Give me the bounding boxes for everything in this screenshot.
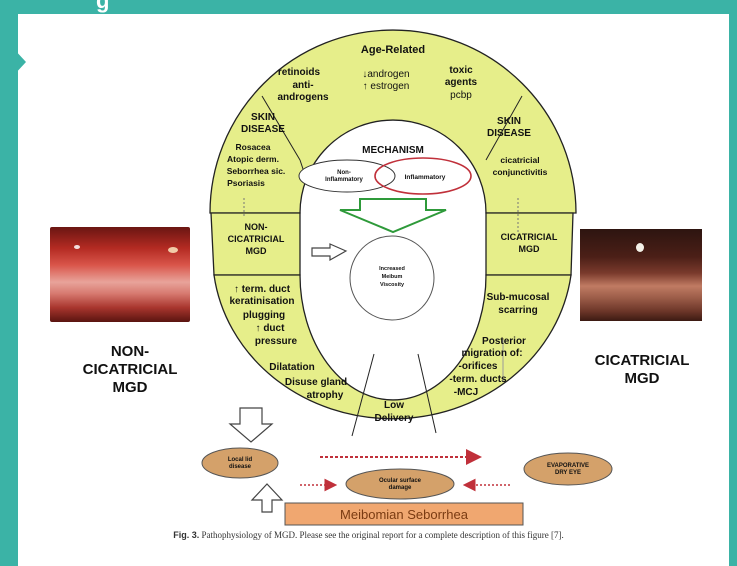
evaporative-1: EVAPORATIVE — [547, 463, 589, 469]
skin-left-1: SKIN — [251, 112, 275, 123]
ll-7: Disuse gland — [285, 377, 347, 388]
rl-4: migration of: — [461, 348, 522, 359]
meibum-1: Increased — [379, 266, 405, 272]
rl-1: Sub-mucosal — [487, 292, 550, 303]
up-hollow-arrow — [252, 484, 282, 512]
retinoids-label: retinoids — [278, 67, 321, 78]
psoriasis-label: Psoriasis — [227, 178, 265, 188]
caption-text: Pathophysiology of MGD. Please see the o… — [202, 530, 564, 540]
rl-2: scarring — [498, 305, 537, 316]
local-lid-1: Local lid — [228, 457, 253, 463]
rosacea-label: Rosacea — [236, 142, 271, 152]
caption-fig: Fig. 3. — [173, 530, 199, 540]
skin-left-2: DISEASE — [241, 124, 285, 135]
atopic-label: Atopic derm. — [227, 154, 279, 164]
meibomian-seborrhea-label: Meibomian Seborrhea — [340, 507, 469, 522]
inflammatory-label: Inflammatory — [405, 174, 446, 181]
ll-3: plugging — [243, 310, 285, 321]
ncb-3: MGD — [246, 246, 267, 256]
mechanism-label: MECHANISM — [362, 145, 424, 156]
age-related-label: Age-Related — [361, 44, 425, 56]
ll-8: atrophy — [307, 390, 344, 401]
rl-5: -orifices — [459, 361, 498, 372]
cicatricial-conj-1: cicatricial — [500, 155, 539, 165]
ncb-1: NON- — [245, 222, 268, 232]
local-lid-2: disease — [229, 464, 252, 470]
rl-3: Posterior — [482, 336, 526, 347]
rl-6: -term. ducts — [449, 374, 507, 385]
seborrhea-label: Seborrhea sic. — [227, 166, 286, 176]
non-inflammatory-ellipse — [299, 160, 395, 192]
non-inflammatory-2: Inflammatory — [325, 177, 363, 183]
cb-2: MGD — [519, 244, 540, 254]
ll-6: Dilatation — [269, 362, 315, 373]
ll-4: ↑ duct — [256, 323, 286, 334]
left-hollow-arrow — [312, 244, 346, 260]
non-inflammatory-1: Non- — [337, 170, 351, 176]
anti-label: anti- — [292, 80, 313, 91]
evaporative-ellipse — [524, 453, 612, 485]
green-down-arrow — [340, 199, 446, 232]
cb-1: CICATRICIAL — [501, 232, 558, 242]
agents-label: agents — [445, 77, 478, 88]
pcbp-label: pcbp — [450, 90, 472, 101]
evaporative-2: DRY EYE — [555, 470, 581, 476]
figure-caption: Fig. 3. Pathophysiology of MGD. Please s… — [0, 530, 737, 540]
estrogen-label: ↑ estrogen — [363, 81, 410, 92]
meibum-3: Viscosity — [380, 282, 405, 288]
skin-right-1: SKIN — [497, 116, 521, 127]
androgen-label: ↓androgen — [362, 69, 409, 80]
ll-1: ↑ term. duct — [234, 284, 291, 295]
low-delivery-1: Low — [384, 400, 404, 411]
low-delivery-2: Delivery — [375, 413, 414, 424]
ll-2: keratinisation — [229, 296, 294, 307]
meibum-2: Meibum — [382, 274, 403, 280]
androgens-label: androgens — [277, 92, 329, 103]
ocular-2: damage — [389, 485, 412, 491]
ocular-1: Ocular surface — [379, 478, 422, 484]
ocular-surface-ellipse — [346, 469, 454, 499]
cicatricial-conj-2: conjunctivitis — [493, 167, 548, 177]
left-down-hollow-arrow — [230, 408, 272, 442]
skin-right-2: DISEASE — [487, 128, 531, 139]
ncb-2: CICATRICIAL — [228, 234, 285, 244]
local-lid-ellipse — [202, 448, 278, 478]
ll-5: pressure — [255, 336, 298, 347]
toxic-label: toxic — [449, 65, 473, 76]
rl-7: -MCJ — [454, 387, 478, 398]
